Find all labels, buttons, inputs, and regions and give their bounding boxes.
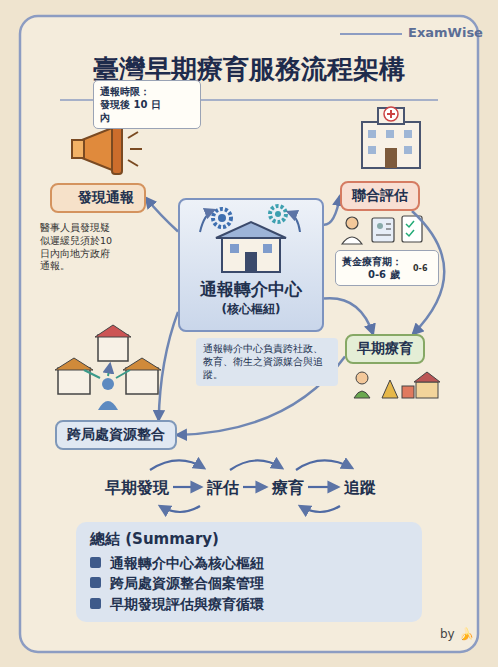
center-hub-illustration <box>178 198 324 332</box>
process-pill: 跨局處資源整合 <box>55 420 177 450</box>
flow-connector <box>159 312 178 420</box>
summary-bullet: 早期發現評估與療育循環 <box>90 594 408 614</box>
signature: by 🍌 <box>440 626 474 642</box>
callout-value: 發現後 10 日內 <box>100 98 170 124</box>
bullet-text: 跨局處資源整合個案管理 <box>110 575 264 591</box>
flow-connector <box>324 196 340 225</box>
flow-connector <box>324 298 373 334</box>
note-text: 醫事人員發現疑似遲緩兒須於10日內向地方政府通報。 <box>40 222 118 273</box>
process-pill: 發現通報 <box>50 183 146 213</box>
bullet-text: 早期發現評估與療育循環 <box>110 596 264 612</box>
process-pill: 早期療育 <box>345 334 425 364</box>
hub-title: 通報轉介中心 <box>180 278 322 301</box>
flow-arrows <box>150 460 352 512</box>
summary-heading: 總結 (Summary) <box>90 530 408 549</box>
hospital-icon <box>362 107 420 168</box>
pill-label: 早期療育 <box>357 340 413 358</box>
hub-box: 通報轉介中心(核心樞紐) <box>178 198 324 332</box>
flow-step: 評估 <box>207 477 239 499</box>
callout-box: 通報時限：發現後 10 日內 <box>93 80 201 129</box>
callout-heading: 黃金療育期： <box>342 255 408 268</box>
summary-bullet: 通報轉介中心為核心樞紐 <box>90 553 408 573</box>
flow-step: 早期發現 <box>105 477 169 499</box>
pill-label: 發現通報 <box>78 189 134 207</box>
diagram-title: 臺灣早期療育服務流程架構 <box>0 52 498 87</box>
note-text: 通報轉介中心負責跨社政、教育、衛生之資源媒合與追蹤。 <box>203 343 331 381</box>
flow-connector <box>146 198 178 232</box>
callout-heading: 通報時限： <box>100 85 170 98</box>
callout-value: 0-6 歲 <box>342 268 408 281</box>
brand-tag: ExamWise <box>408 24 483 42</box>
calendar-number: 0-6 <box>413 264 427 275</box>
pill-label: 跨局處資源整合 <box>67 426 165 444</box>
toys-illustration <box>354 372 440 398</box>
flow-step: 療育 <box>272 477 304 499</box>
hub-subtitle: (核心樞紐) <box>180 301 322 318</box>
process-pill: 聯合評估 <box>340 181 420 211</box>
megaphone-icon <box>72 124 142 174</box>
check-box <box>90 557 101 568</box>
bullet-text: 通報轉介中心為核心樞紐 <box>110 555 264 571</box>
check-box <box>90 577 101 588</box>
summary-box: 總結 (Summary) 通報轉介中心為核心樞紐跨局處資源整合個案管理早期發現評估… <box>76 522 422 622</box>
flow-step: 追蹤 <box>344 477 376 499</box>
summary-bullet: 跨局處資源整合個案管理 <box>90 573 408 593</box>
check-box <box>90 598 101 609</box>
agencies-illustration <box>55 325 161 410</box>
assessment-icons <box>342 216 422 244</box>
note-box: 通報轉介中心負責跨社政、教育、衛生之資源媒合與追蹤。 <box>196 338 338 386</box>
pill-label: 聯合評估 <box>352 187 408 205</box>
